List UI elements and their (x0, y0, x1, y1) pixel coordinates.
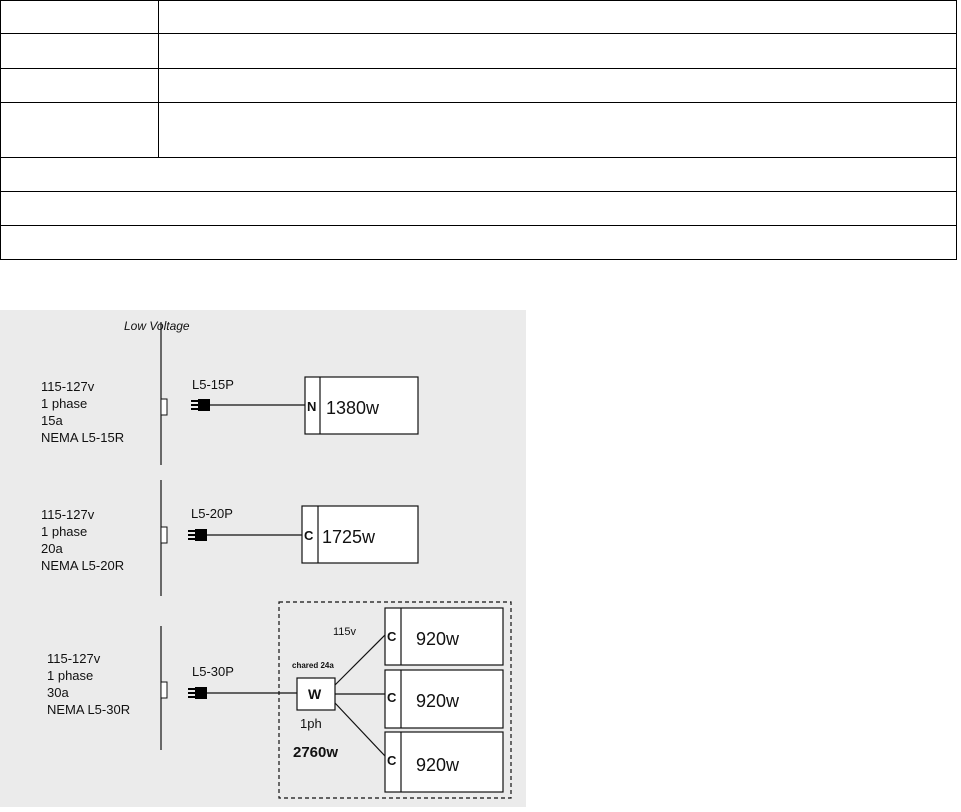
receptacle-icon (160, 681, 168, 699)
table-cell (158, 68, 957, 103)
plug-icon (188, 529, 207, 541)
table-cell (158, 102, 957, 158)
table-row (0, 157, 957, 192)
load-watts: 920w (416, 629, 460, 649)
source-voltage: 115-127v (47, 651, 101, 666)
load-letter: C (387, 690, 397, 705)
table-cell (158, 33, 957, 69)
enclosure-box (278, 601, 512, 799)
load-watts: 920w (416, 691, 460, 711)
table-row (0, 0, 957, 34)
table-row (0, 191, 957, 226)
shared-label: chared 24a (292, 661, 334, 670)
plug-label: L5-15P (192, 377, 234, 392)
diagram-title: Low Voltage (124, 319, 190, 333)
source-amps: 15a (41, 413, 63, 428)
source-phase: 1 phase (41, 396, 88, 411)
table-cell (0, 33, 159, 69)
table-row (0, 68, 957, 103)
load-box (384, 607, 504, 666)
empty-table (0, 0, 957, 260)
source-phase: 1 phase (47, 668, 94, 683)
source-block: 115-127v 1 phase 30a NEMA L5-30R (47, 650, 130, 718)
phase-label: 1ph (300, 716, 322, 731)
load-letter: C (387, 753, 397, 768)
table-cell (0, 157, 957, 192)
table-cell (158, 0, 957, 34)
total-watts: 2760w (293, 744, 338, 761)
source-amps: 30a (47, 685, 69, 700)
table-cell (0, 191, 957, 226)
load-watts: 1725w (322, 527, 376, 547)
receptacle-icon (160, 398, 168, 416)
load-letter: C (304, 528, 314, 543)
source-receptacle: NEMA L5-15R (41, 430, 125, 445)
table-cell (0, 0, 159, 34)
table-cell (0, 102, 159, 158)
source-block: 115-127v 1 phase 15a NEMA L5-15R (41, 378, 124, 446)
source-block: 115-127v 1 phase 20a NEMA L5-20R (41, 506, 124, 574)
table-cell (0, 68, 159, 103)
source-voltage: 115-127v (41, 379, 95, 394)
load-box (384, 669, 504, 729)
branch-line (334, 702, 386, 757)
load-box (301, 505, 419, 564)
load-box (304, 376, 419, 435)
load-watts: 920w (416, 755, 460, 775)
receptacle-icon (160, 526, 168, 544)
wiring-diagram: Low Voltage (0, 310, 526, 807)
source-amps: 20a (41, 541, 63, 556)
wiring-drawing: Low Voltage (124, 319, 512, 799)
table-row (0, 102, 957, 158)
plug-icon (191, 399, 210, 411)
load-box (384, 731, 504, 793)
branch-line (334, 634, 386, 686)
plug-label: L5-20P (191, 506, 233, 521)
table-row (0, 33, 957, 69)
source-receptacle: NEMA L5-30R (47, 702, 131, 717)
source-receptacle: NEMA L5-20R (41, 558, 125, 573)
plug-icon (188, 687, 207, 699)
source-phase: 1 phase (41, 524, 88, 539)
table-row (0, 225, 957, 260)
plug-label: L5-30P (192, 664, 234, 679)
load-watts: 1380w (326, 398, 380, 418)
load-letter: N (307, 399, 316, 414)
splitter-letter: W (308, 686, 322, 702)
source-voltage: 115-127v (41, 507, 95, 522)
load-letter: C (387, 629, 397, 644)
table-cell (0, 225, 957, 260)
voltage-label: 115v (333, 626, 357, 638)
splitter-box (296, 677, 336, 711)
